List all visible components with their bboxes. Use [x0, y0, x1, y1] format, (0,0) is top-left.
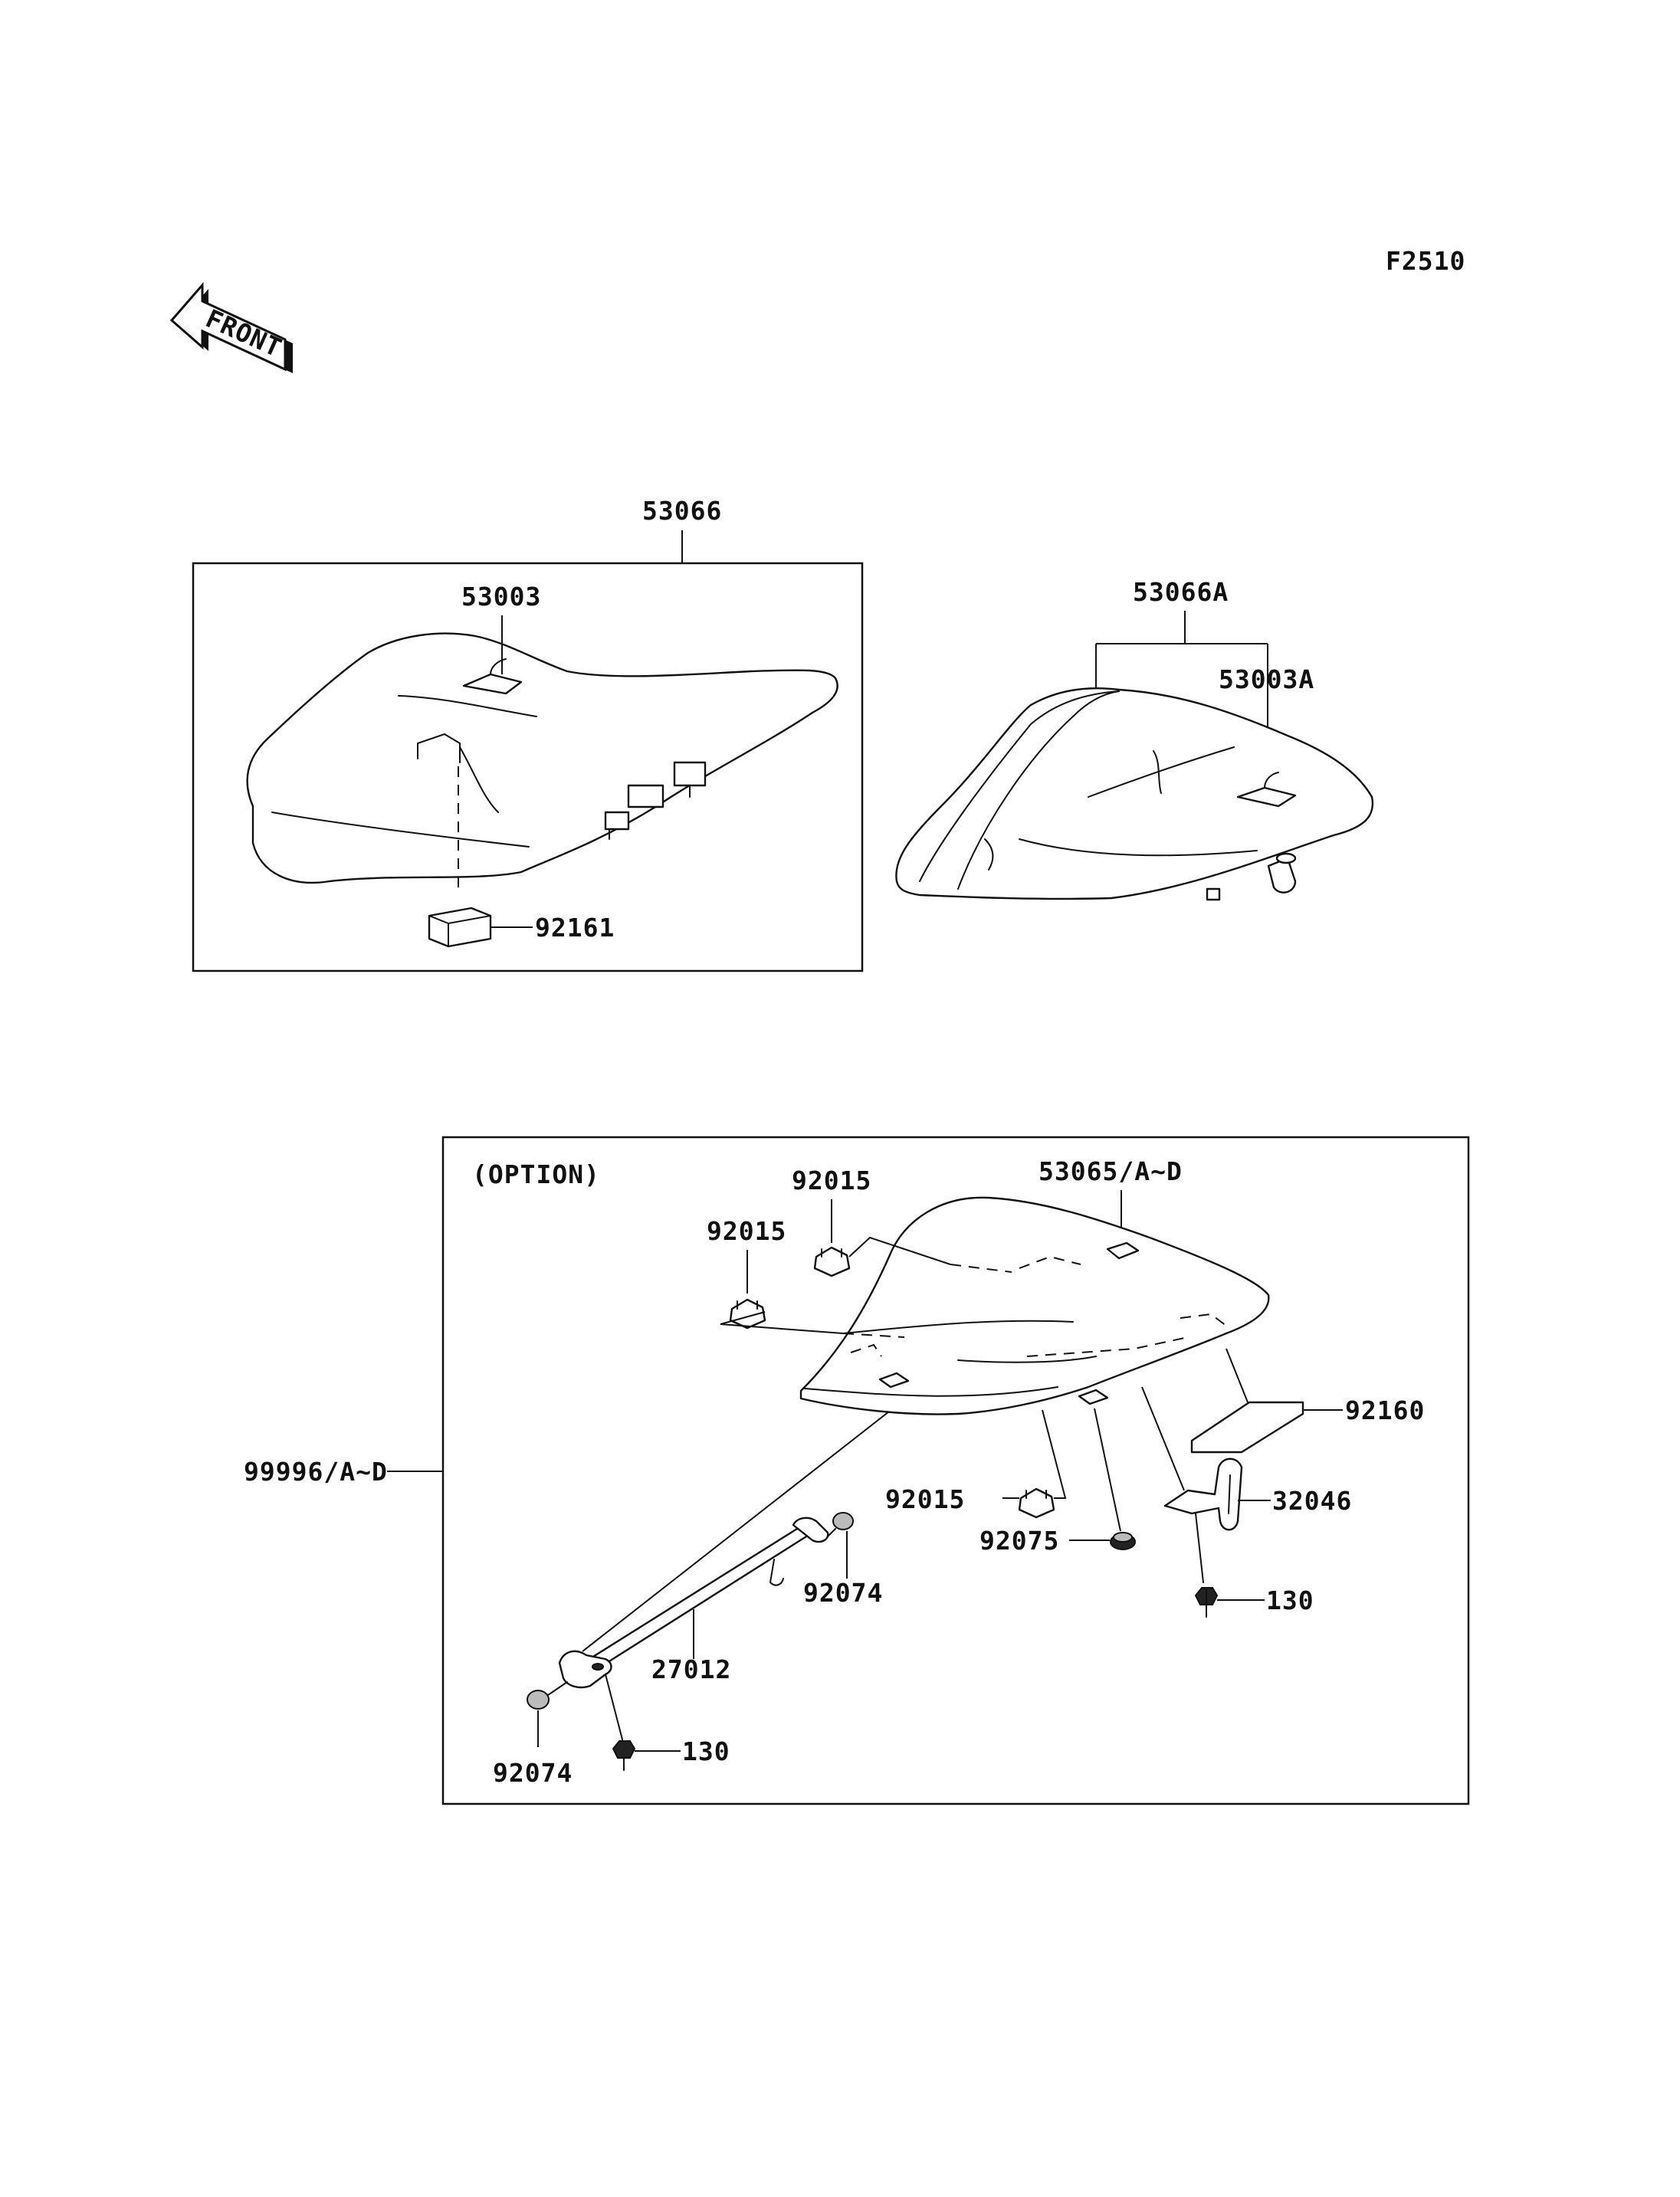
pad-92160 — [1190, 1401, 1304, 1454]
front-arrow-icon: FRONT — [169, 281, 293, 373]
label-130-right: 130 — [1266, 1585, 1314, 1615]
cap-92074-left — [527, 1681, 568, 1710]
single-seat-cover-53065 — [799, 1196, 1270, 1415]
label-53003a: 53003A — [1219, 664, 1314, 694]
label-92015-top: 92015 — [792, 1166, 871, 1195]
nut-92015-left — [729, 1298, 766, 1330]
label-53065: 53065/A~D — [1039, 1156, 1183, 1186]
label-92015-left: 92015 — [707, 1216, 786, 1246]
label-53003: 53003 — [461, 582, 541, 612]
label-32046: 32046 — [1272, 1486, 1352, 1516]
option-label: (OPTION) — [472, 1159, 600, 1189]
bolt-130-right — [1194, 1513, 1219, 1618]
label-53066a: 53066A — [1133, 577, 1229, 607]
bracket-32046 — [1163, 1458, 1243, 1531]
stay-27012 — [558, 1517, 829, 1689]
grommet-92075 — [1110, 1532, 1136, 1550]
label-92074-right: 92074 — [803, 1578, 883, 1608]
label-130-left: 130 — [682, 1736, 730, 1766]
label-92161: 92161 — [535, 913, 615, 943]
seat-assy-53066 — [246, 632, 838, 884]
label-53066: 53066 — [642, 496, 722, 526]
label-99996: 99996/A~D — [244, 1457, 388, 1487]
bolt-130-left — [605, 1674, 636, 1771]
diagram-id: F2510 — [1386, 246, 1465, 276]
label-92015-bottom: 92015 — [885, 1484, 965, 1514]
cap-92074-right — [827, 1512, 854, 1537]
front-label: FRONT — [202, 303, 287, 363]
nut-92015-bottom — [1018, 1487, 1055, 1519]
label-92075: 92075 — [979, 1526, 1059, 1556]
seat-assy-53066a — [895, 687, 1374, 901]
damper-92161 — [428, 907, 492, 948]
nut-92015-top — [813, 1246, 851, 1277]
label-92074-left: 92074 — [493, 1758, 573, 1788]
label-27012: 27012 — [651, 1654, 731, 1684]
label-92160: 92160 — [1345, 1395, 1425, 1425]
seat-assy-box — [192, 562, 864, 972]
